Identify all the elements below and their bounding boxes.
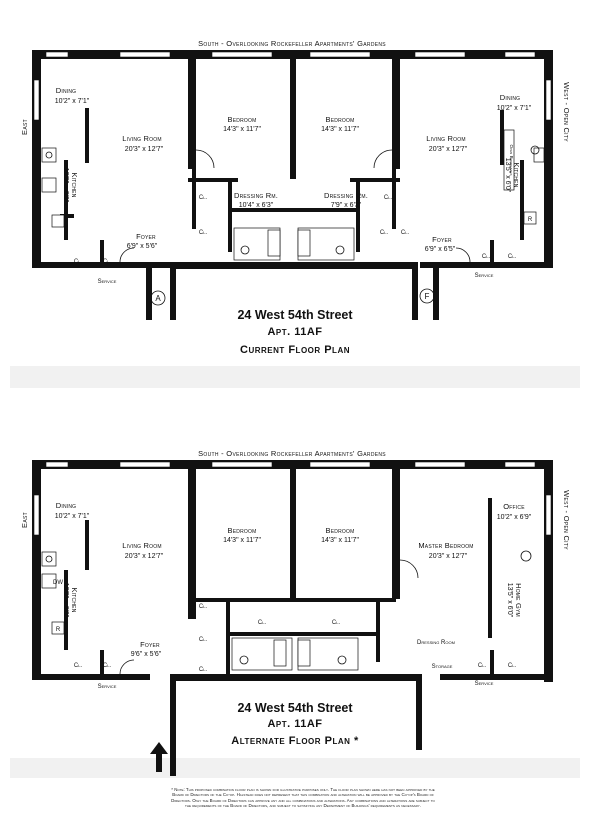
service-label: Service bbox=[98, 684, 117, 690]
closet-label: Cl. bbox=[258, 620, 267, 626]
room-name: Dining bbox=[56, 86, 77, 95]
appliance-r-right: R bbox=[528, 217, 533, 223]
room-dims: 14'3" x 11'7" bbox=[321, 537, 359, 544]
closet-label: Cl. bbox=[199, 637, 208, 643]
room-name: Kitchen bbox=[70, 587, 79, 612]
room-name: Bedroom bbox=[228, 115, 257, 124]
room-dims: 13'5" x 6'0" bbox=[62, 583, 69, 618]
room-name: Home Gym bbox=[514, 583, 523, 617]
closet-label: Cl. bbox=[74, 663, 83, 669]
room-name: Master Bedroom bbox=[418, 541, 473, 550]
plan-title-apartment: Apt. 11AF bbox=[267, 718, 322, 730]
appliance-r: R bbox=[56, 627, 61, 633]
room-name: Living Room bbox=[122, 134, 161, 143]
room-name: Office bbox=[503, 502, 525, 511]
room-dims: 20'3" x 12'7" bbox=[429, 146, 468, 153]
service-label: Service bbox=[475, 681, 494, 687]
room-dims: 7'9" x 6'3" bbox=[331, 202, 362, 209]
service-label: Service bbox=[475, 273, 494, 279]
room-name: Bedroom bbox=[228, 526, 257, 535]
unit-a-marker: A bbox=[155, 294, 161, 303]
south-label: South - Overlooking Rockefeller Apartmen… bbox=[198, 449, 386, 458]
room-name: Living Room bbox=[122, 541, 161, 550]
room-dims: 10'2" x 7'1" bbox=[55, 513, 90, 520]
room-dims: 20'3" x 12'7" bbox=[429, 553, 468, 560]
plan-title-address: 24 West 54th Street bbox=[237, 308, 353, 322]
room-dims: 6'9" x 6'5" bbox=[425, 246, 456, 253]
room-dims: 10'2" x 7'1" bbox=[497, 105, 532, 112]
closet-label: Cl. bbox=[199, 195, 208, 201]
room-dims: 13'5" x 6'0" bbox=[506, 583, 513, 618]
room-name: Dining bbox=[56, 501, 77, 510]
closet-label: Cl. bbox=[482, 254, 491, 260]
west-label: West - Open City bbox=[562, 82, 571, 142]
storage-label: Storage bbox=[432, 664, 453, 670]
current-floor-plan: South - Overlooking Rockefeller Apartmen… bbox=[20, 39, 571, 356]
open-bookcases-label: Open Bookcases bbox=[509, 145, 514, 176]
closet-label: Cl. bbox=[401, 230, 410, 236]
room-name: Foyer bbox=[136, 232, 156, 241]
room-dims: 6'9" x 5'6" bbox=[127, 243, 158, 250]
room-dims: 20'3" x 12'7" bbox=[125, 553, 164, 560]
alternate-floor-plan: South - Overlooking Rockefeller Apartmen… bbox=[20, 449, 571, 776]
closet-label: Cl. bbox=[332, 620, 341, 626]
service-label: Service bbox=[98, 279, 117, 285]
room-name: Living Room bbox=[426, 134, 465, 143]
room-dims: 14'3" x 11'7" bbox=[223, 126, 261, 133]
room-name: Foyer bbox=[140, 640, 160, 649]
room-name: Dining bbox=[500, 93, 521, 102]
entry-arrow-icon bbox=[150, 742, 168, 772]
closet-label: Cl. bbox=[508, 663, 517, 669]
room-dims: 14'3" x 11'7" bbox=[321, 126, 359, 133]
east-label: East bbox=[20, 512, 29, 528]
plan-title-address: 24 West 54th Street bbox=[237, 701, 353, 715]
disclaimer-note: * Note: This proposed combination floor … bbox=[171, 787, 435, 808]
plan-title-apartment: Apt. 11AF bbox=[267, 326, 322, 338]
room-dims: 13'5" x 6'0" bbox=[62, 168, 69, 203]
west-label: West - Open City bbox=[562, 490, 571, 550]
room-name: Foyer bbox=[432, 235, 452, 244]
appliance-dw: DW bbox=[53, 580, 63, 586]
plan-title-caption: Alternate Floor Plan * bbox=[231, 735, 359, 747]
room-dims: 14'3" x 11'7" bbox=[223, 537, 261, 544]
closet-label: Cl. bbox=[478, 663, 487, 669]
room-name: Dressing Rm. bbox=[234, 191, 278, 200]
south-label: South - Overlooking Rockefeller Apartmen… bbox=[198, 39, 386, 48]
room-dims: 10'2" x 7'1" bbox=[55, 98, 90, 105]
closet-label: Cl. bbox=[508, 254, 517, 260]
east-label: East bbox=[20, 119, 29, 135]
room-name: Bedroom bbox=[326, 526, 355, 535]
room-name: Kitchen bbox=[70, 172, 79, 197]
room-name: Bedroom bbox=[326, 115, 355, 124]
room-dims: 13'5" x 6'0" bbox=[504, 158, 511, 193]
closet-label: Cl. bbox=[103, 259, 112, 265]
closet-label: Cl. bbox=[199, 604, 208, 610]
closet-label: Cl. bbox=[384, 195, 393, 201]
dressing-room-label: Dressing Room bbox=[417, 640, 455, 646]
room-name: Dressing Rm. bbox=[324, 191, 368, 200]
room-dims: 10'2" x 6'9" bbox=[497, 514, 532, 521]
room-dims: 10'4" x 6'3" bbox=[239, 202, 274, 209]
unit-f-marker: F bbox=[425, 292, 430, 301]
room-dims: 20'3" x 12'7" bbox=[125, 146, 164, 153]
room-name: Kitchen bbox=[512, 162, 521, 187]
closet-label: Cl. bbox=[199, 667, 208, 673]
closet-label: Cl. bbox=[199, 230, 208, 236]
plan-title-caption: Current Floor Plan bbox=[240, 344, 350, 356]
closet-label: Cl. bbox=[74, 259, 83, 265]
closet-label: Cl. bbox=[380, 230, 389, 236]
room-dims: 9'6" x 5'6" bbox=[131, 651, 162, 658]
watermark-pattern bbox=[10, 366, 580, 778]
closet-label: Cl. bbox=[103, 663, 112, 669]
